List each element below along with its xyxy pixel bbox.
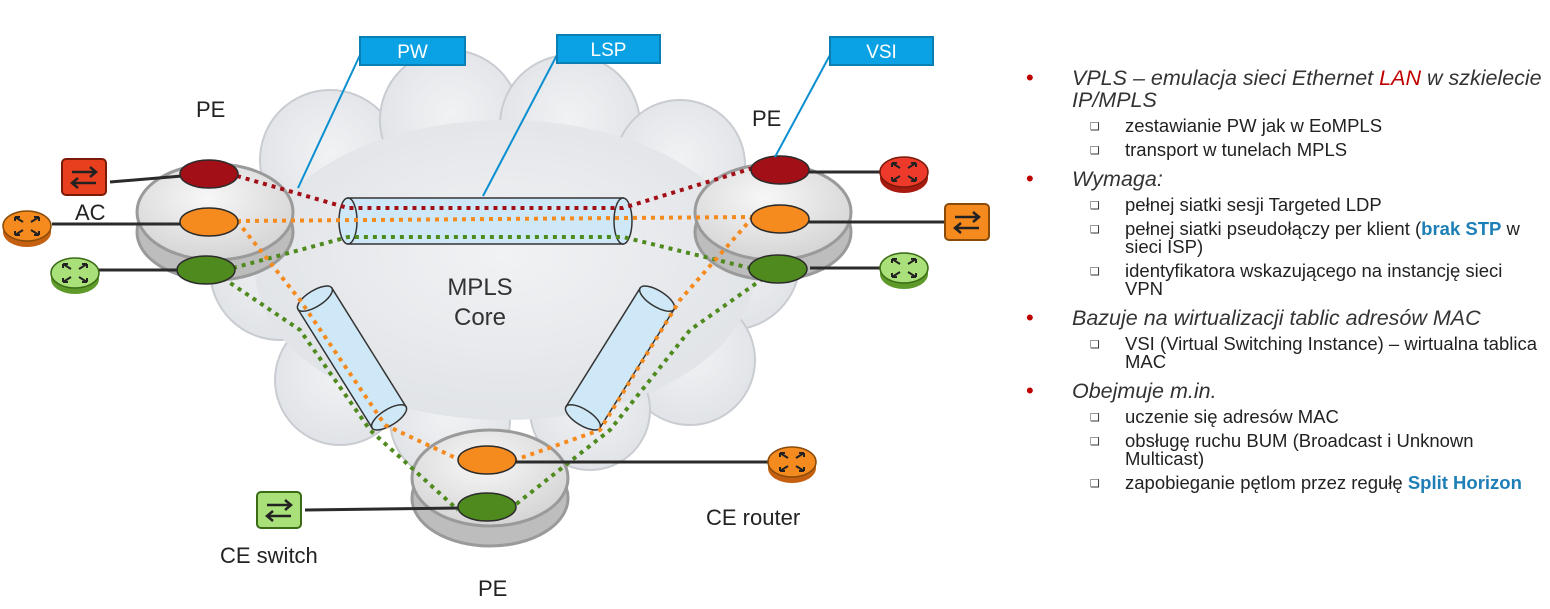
square-bullet-icon: ❑ [1090, 412, 1100, 424]
vsi-callout: VSI [829, 36, 934, 66]
vsi-green-right [748, 254, 808, 284]
subbullet-vsi: ❑VSI (Virtual Switching Instance) – wirt… [1090, 333, 1537, 372]
pw-green-top [232, 235, 751, 270]
ce-router-label: CE router [706, 505, 801, 530]
mpls-core-label: MPLS Core [430, 273, 530, 333]
bullet-vpls: • VPLS – emulacja sieci Ethernet LAN w s… [1026, 65, 1542, 112]
ac-label: AC [75, 200, 106, 225]
bullet-dot-icon: • [1026, 378, 1034, 403]
subbullet-ldp: ❑pełnej siatki sesji Targeted LDP [1090, 194, 1382, 215]
square-bullet-icon: ❑ [1090, 266, 1100, 278]
subbullet-learning: ❑uczenie się adresów MAC [1090, 406, 1339, 427]
lsp-callout: LSP [556, 34, 661, 64]
ce-router-red-right-icon[interactable] [879, 156, 929, 193]
subbullet-identifier: ❑identyfikatora wskazującego na instancj… [1090, 260, 1503, 299]
bullet-list: • VPLS – emulacja sieci Ethernet LAN w s… [1020, 58, 1545, 492]
vsi-orange-left [179, 207, 239, 237]
vsi-orange-bottom [457, 445, 517, 475]
subbullet-pw: ❑zestawianie PW jak w EoMPLS [1090, 115, 1383, 136]
vsi-red-left [179, 159, 239, 189]
vsi-green-left [176, 255, 236, 285]
square-bullet-icon: ❑ [1090, 478, 1100, 490]
ce-router-orange-bottom-icon[interactable] [767, 446, 817, 483]
attachment-circuits [52, 170, 944, 512]
ce-router-green-left-icon[interactable] [50, 257, 100, 294]
square-bullet-icon: ❑ [1090, 436, 1100, 448]
square-bullet-icon: ❑ [1090, 145, 1100, 157]
bullet-mac: • Bazuje na wirtualizacji tablic adresów… [1026, 305, 1481, 330]
ce-switch-orange-right-icon[interactable] [944, 203, 990, 241]
vsi-red-right [750, 155, 810, 185]
pw-leader [297, 54, 361, 189]
pw-green-right [513, 266, 780, 507]
pw-callout: PW [359, 36, 466, 66]
pw-red [236, 166, 754, 210]
core-line1: MPLS [447, 274, 513, 301]
square-bullet-icon: ❑ [1090, 224, 1100, 236]
bullet-dot-icon: • [1026, 305, 1034, 330]
ce-switch-label: CE switch [220, 543, 318, 568]
pw-orange-right [514, 215, 755, 462]
square-bullet-icon: ❑ [1090, 121, 1100, 133]
vpls-diagram [2, 49, 990, 548]
lsp-tunnel-left [296, 285, 408, 431]
pw-green-left [206, 266, 460, 512]
bullet-dot-icon: • [1026, 65, 1034, 90]
ce-switch-red-icon[interactable] [61, 158, 107, 196]
callout-leaders [297, 54, 831, 197]
square-bullet-icon: ❑ [1090, 339, 1100, 351]
pe-bottom-label: PE [478, 576, 508, 601]
pe-left-label: PE [196, 97, 226, 122]
vsi-orange-right [750, 204, 810, 234]
pseudowires [206, 166, 780, 512]
vsi-leader [774, 54, 831, 158]
vsi-green-bottom [457, 492, 517, 522]
subbullet-bum: ❑obsługę ruchu BUM (Broadcast i Unknown … [1090, 430, 1474, 469]
ce-router-green-right-icon[interactable] [879, 252, 929, 289]
pe-right-label: PE [752, 106, 782, 131]
ce-router-orange-icon[interactable] [2, 210, 52, 247]
square-bullet-icon: ❑ [1090, 200, 1100, 212]
subbullet-pseudowires: ❑pełnej siatki pseudołączy per klient (b… [1090, 218, 1520, 257]
bullet-dot-icon: • [1026, 166, 1034, 191]
subbullet-transport: ❑transport w tunelach MPLS [1090, 139, 1348, 160]
subbullet-split-horizon: ❑zapobieganie pętlom przez regułę Split … [1090, 472, 1522, 493]
lsp-tunnel-right [564, 285, 676, 431]
lsp-leader [482, 54, 558, 197]
vsi-discs [176, 155, 810, 522]
core-line2: Core [453, 304, 507, 331]
ce-switch-green-bottom-icon[interactable] [256, 491, 302, 529]
bullet-obejmuje: • Obejmuje m.in. [1026, 378, 1217, 403]
bullet-wymaga: • Wymaga: [1026, 166, 1163, 191]
